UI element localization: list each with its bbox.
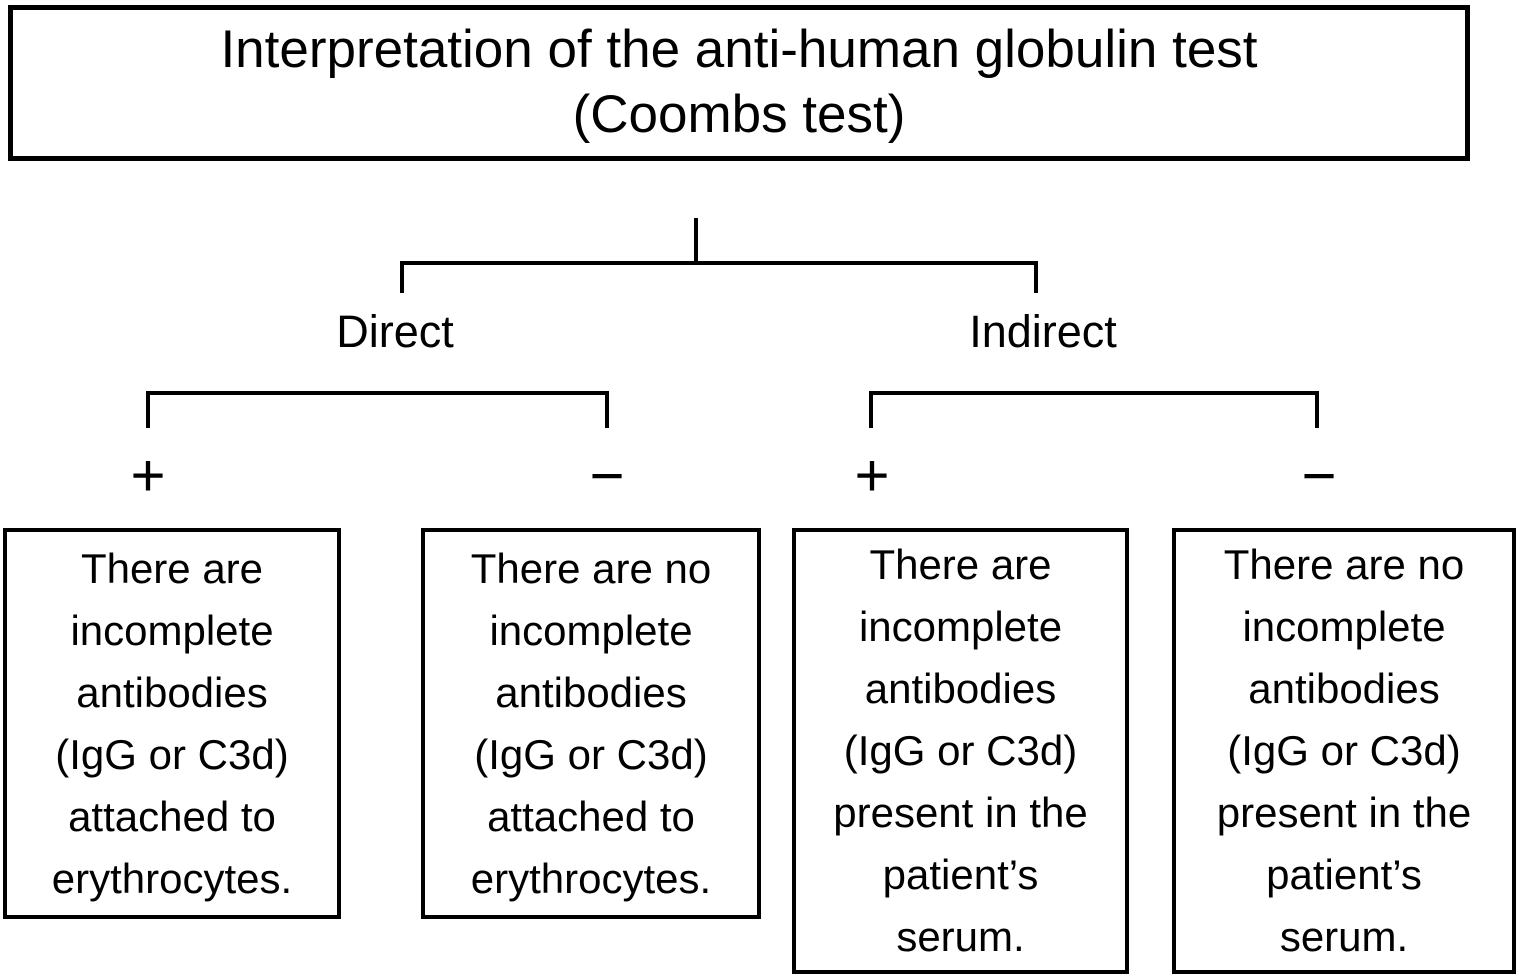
connector-main-horizontal: [400, 261, 1038, 265]
connector-direct-horizontal: [146, 391, 609, 395]
result-text-direct-negative: There are no incomplete antibodies (IgG …: [470, 544, 712, 902]
connector-indirect-horizontal: [869, 391, 1319, 395]
connector-indirect-right-stub: [1315, 391, 1319, 428]
sign-direct-negative: −: [589, 442, 625, 509]
sign-indirect-positive: +: [854, 442, 890, 509]
connector-direct-left-stub: [146, 391, 150, 428]
branch-label-indirect: Indirect: [969, 306, 1117, 357]
result-box-indirect-negative: There are no incomplete antibodies (IgG …: [1172, 528, 1516, 974]
result-box-direct-negative: There are no incomplete antibodies (IgG …: [421, 528, 761, 919]
title-box: Interpretation of the anti-human globuli…: [8, 5, 1470, 161]
branch-label-direct: Direct: [336, 306, 454, 357]
result-text-indirect-negative: There are no incomplete antibodies (IgG …: [1216, 541, 1472, 960]
diagram-title: Interpretation of the anti-human globuli…: [220, 20, 1258, 144]
connector-stem: [694, 218, 698, 264]
result-text-indirect-positive: There are incomplete antibodies (IgG or …: [833, 541, 1088, 960]
connector-main-right-stub: [1034, 261, 1038, 293]
result-box-indirect-positive: There are incomplete antibodies (IgG or …: [792, 528, 1129, 974]
connector-indirect-left-stub: [869, 391, 873, 428]
connector-main-left-stub: [400, 261, 404, 293]
connector-direct-right-stub: [605, 391, 609, 428]
result-box-direct-positive: There are incomplete antibodies (IgG or …: [3, 528, 341, 919]
sign-indirect-negative: −: [1301, 442, 1337, 509]
sign-direct-positive: +: [130, 442, 166, 509]
result-text-direct-positive: There are incomplete antibodies (IgG or …: [51, 544, 293, 902]
